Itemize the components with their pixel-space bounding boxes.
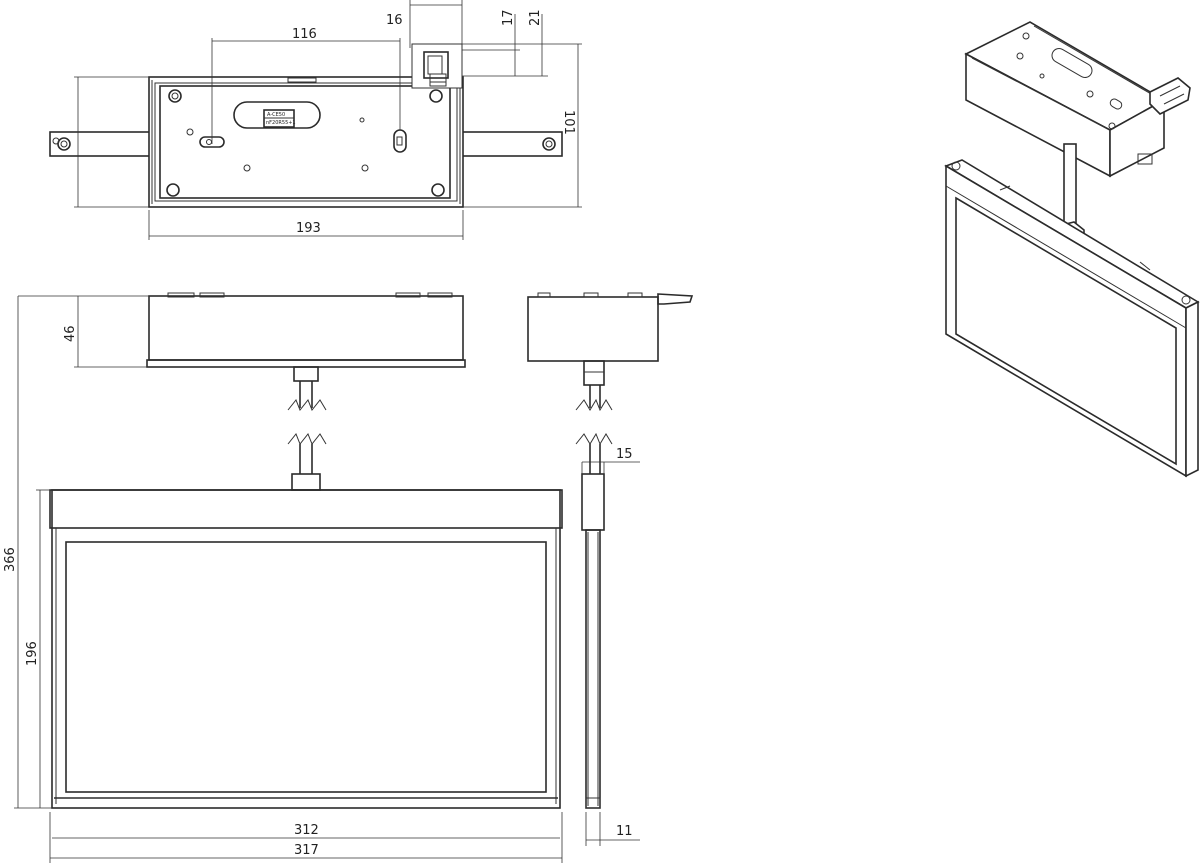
- cable-entry: [233, 101, 321, 129]
- dim-317: 317: [294, 843, 319, 858]
- side-terminal: [657, 293, 694, 305]
- dim-15: 15: [616, 447, 633, 462]
- dim-16: 16: [386, 13, 403, 28]
- isometric-view: [944, 21, 1200, 478]
- iso-rod: [1063, 143, 1077, 229]
- side-panel: [581, 473, 605, 531]
- dim-196: 196: [25, 641, 40, 666]
- dim-101: 101: [561, 110, 576, 135]
- dim-116: 116: [292, 27, 317, 42]
- sign-frame-top: [49, 489, 563, 529]
- dim-21: 21: [528, 9, 543, 26]
- dim-193: 193: [296, 221, 321, 236]
- front-rod-bottom: [291, 473, 321, 491]
- front-base-plate: [146, 359, 466, 368]
- dim-11: 11: [616, 824, 633, 839]
- iso-panel-window: [955, 196, 1177, 466]
- housing-outline: [148, 76, 464, 208]
- dim-17: 17: [501, 9, 516, 26]
- terminal-block: [411, 43, 463, 89]
- iso-terminal: [1149, 77, 1191, 115]
- label-text-1: A-CE50: [267, 112, 285, 118]
- label-text-2: nF20R55+1: [266, 120, 296, 126]
- front-rod-top: [293, 366, 319, 382]
- sign-window: [65, 541, 547, 793]
- bar-hole-right: [542, 137, 556, 151]
- side-housing: [527, 296, 659, 362]
- dim-312: 312: [294, 823, 319, 838]
- front-view: 46 366 196 312 317: [3, 292, 563, 863]
- sign-frame: [51, 489, 561, 809]
- housing-plate: [159, 85, 451, 199]
- side-view: 15 11: [527, 292, 694, 846]
- side-rod-top: [583, 360, 605, 386]
- dim-366: 366: [3, 547, 18, 572]
- iso-housing-side: [1109, 98, 1165, 178]
- top-view: A-CE50 nF20R55+1 116 16 17 21 1: [49, 0, 582, 240]
- front-housing: [148, 295, 464, 361]
- dim-46: 46: [63, 325, 78, 342]
- housing-inner: [154, 82, 458, 202]
- bar-hole-left: [57, 137, 71, 151]
